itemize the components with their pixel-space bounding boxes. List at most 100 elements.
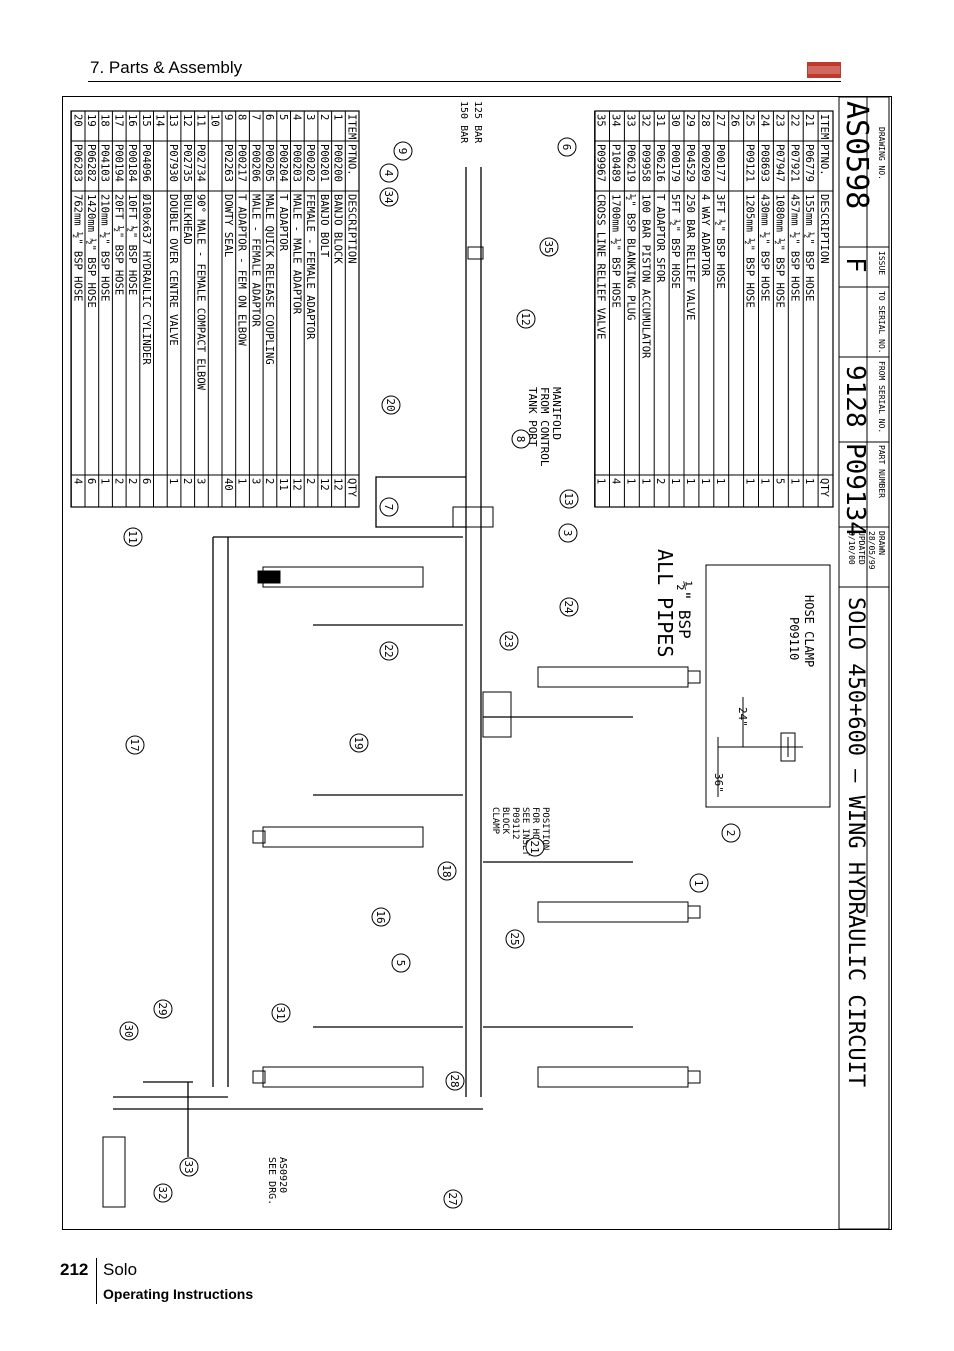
item-balloon: 32 (153, 1183, 173, 1203)
table-cell: T ADAPTOR SFOR (654, 194, 666, 283)
balloon-number: 20 (384, 398, 397, 411)
note-line: MANIFOLD (550, 387, 563, 440)
balloon-number: 31 (274, 1006, 287, 1019)
note-all-pipes: ALL PIPES (653, 549, 677, 657)
table-cell: 18 (99, 114, 111, 127)
table-cell: 3 (304, 114, 316, 120)
table-cell: 20 (71, 114, 83, 127)
note-line: POSITION (540, 807, 550, 850)
table-header: DESCRIPTION (345, 194, 357, 264)
balloon-number: 33 (182, 1160, 195, 1173)
hose-clamp-inset: 24" 36" HOSE CLAMP P09110 ALL PIPES ½" B… (653, 549, 831, 808)
table-cell: P06216 (654, 144, 666, 182)
table-cell: P04096 (140, 144, 152, 182)
table-cell: MALE QUICK RELEASE COUPLING (263, 194, 275, 365)
table-cell: 15 (140, 114, 152, 127)
table-cell: 40 (222, 478, 234, 491)
balloon-number: 12 (519, 312, 532, 325)
table-cell: 20FT ½" BSP HOSE (112, 194, 124, 295)
table-cell: P00200 (332, 144, 344, 182)
table-cell: 1 (759, 478, 771, 484)
table-cell: P00202 (304, 144, 316, 182)
table-cell: 250 BAR RELIEF VALVE (684, 194, 696, 320)
table-cell: 16 (126, 114, 138, 127)
table-cell: 1080mm ½" BSP HOSE (773, 194, 785, 308)
balloon-number: 9 (396, 148, 409, 155)
table-cell: 155mm ½" BSP HOSE (803, 194, 815, 301)
table-cell: BANJO BOLT (318, 194, 330, 258)
table-cell: 1 (624, 478, 636, 484)
balloon-number: 28 (448, 1074, 461, 1087)
item-balloon: 17 (125, 735, 145, 755)
table-cell: 8 (236, 114, 248, 120)
from-serial: 9128 (840, 365, 870, 428)
table-cell: 5 (773, 478, 785, 484)
product-name: Solo (103, 1260, 138, 1279)
table-cell: 1 (744, 478, 756, 484)
table-cell: 3FT ½" BSP HOSE (714, 194, 726, 289)
table-cell: 1 (332, 114, 344, 120)
table-cell: 5FT ½" BSP HOSE (669, 194, 681, 289)
balloon-number: 23 (502, 634, 515, 647)
dim-24: 24" (736, 707, 749, 727)
balloon-number: 1 (692, 880, 705, 887)
table-cell: 457mm ½" BSP HOSE (788, 194, 800, 301)
balloon-number: 6 (560, 144, 573, 151)
item-balloon: 25 (505, 929, 525, 949)
updated-date: 3/10/00 (847, 531, 856, 565)
table-cell: P10489 (610, 144, 622, 182)
item-balloon: 7 (379, 497, 399, 517)
table-cell: P06282 (85, 144, 97, 182)
table-cell: 17 (112, 114, 124, 127)
table-cell: 10FT ½" BSP HOSE (126, 194, 138, 295)
item-balloon: 8 (511, 429, 531, 449)
balloon-number: 21 (528, 840, 541, 853)
table-cell: ½" BSP BLANKING PLUG (624, 194, 636, 320)
table-cell: 10 (208, 114, 220, 127)
table-cell: 1 (788, 478, 800, 484)
table-cell: P06283 (71, 144, 83, 182)
balloon-number: 32 (156, 1186, 169, 1199)
item-balloon: 1 (689, 873, 709, 893)
table-cell: CROSS LINE RELIEF VALVE (595, 194, 607, 339)
item-balloon: 30 (119, 1021, 139, 1041)
balloon-number: 19 (352, 736, 365, 749)
col-part-number: PART NUMBER (877, 445, 886, 498)
table-cell: 430mm ½" BSP HOSE (759, 194, 771, 301)
table-cell: 4 (291, 114, 303, 120)
table-cell: 2 (318, 114, 330, 120)
balloon-number: 17 (128, 738, 141, 751)
item-balloon: 2 (721, 823, 741, 843)
table-cell: P09121 (744, 144, 756, 182)
table-cell: 2 (263, 478, 275, 484)
table-cell: DOWTY SEAL (222, 194, 234, 257)
table-cell: P06779 (803, 144, 815, 182)
table-cell: 3 (249, 478, 261, 484)
table-cell: P04529 (684, 144, 696, 182)
table-cell: 4 (71, 478, 83, 484)
table-cell: 1 (669, 478, 681, 484)
item-balloon: 11 (123, 527, 143, 547)
item-balloon: 18 (437, 861, 457, 881)
table-cell: MALE - FEMALE ADAPTOR (249, 194, 261, 327)
table-cell: T ADAPTOR (277, 194, 289, 252)
table-cell: P00179 (669, 144, 681, 182)
tank-port-note: TANK PORTFROM CONTROLMANIFOLD (526, 387, 563, 467)
table-cell: BULKHEAD (181, 194, 193, 245)
table-cell: P00205 (263, 144, 275, 182)
table-cell: 28 (699, 114, 711, 127)
table-cell: P00217 (236, 144, 248, 182)
balloon-number: 35 (542, 240, 555, 253)
hose-clamp-title: HOSE CLAMP (802, 595, 816, 667)
table-cell: P00209 (699, 144, 711, 182)
table-cell: 6 (263, 114, 275, 120)
item-balloon: 29 (153, 999, 173, 1019)
table-cell: 31 (654, 114, 666, 127)
updated-label: UPDATED (857, 531, 866, 565)
item-balloon: 31 (271, 1003, 291, 1023)
drawn-label: DRAWN (877, 531, 886, 555)
table-cell: P00204 (277, 144, 289, 182)
balloon-number: 29 (156, 1002, 169, 1015)
balloon-number: 25 (508, 932, 521, 945)
drawn-date: 28/05/99 (867, 531, 876, 570)
